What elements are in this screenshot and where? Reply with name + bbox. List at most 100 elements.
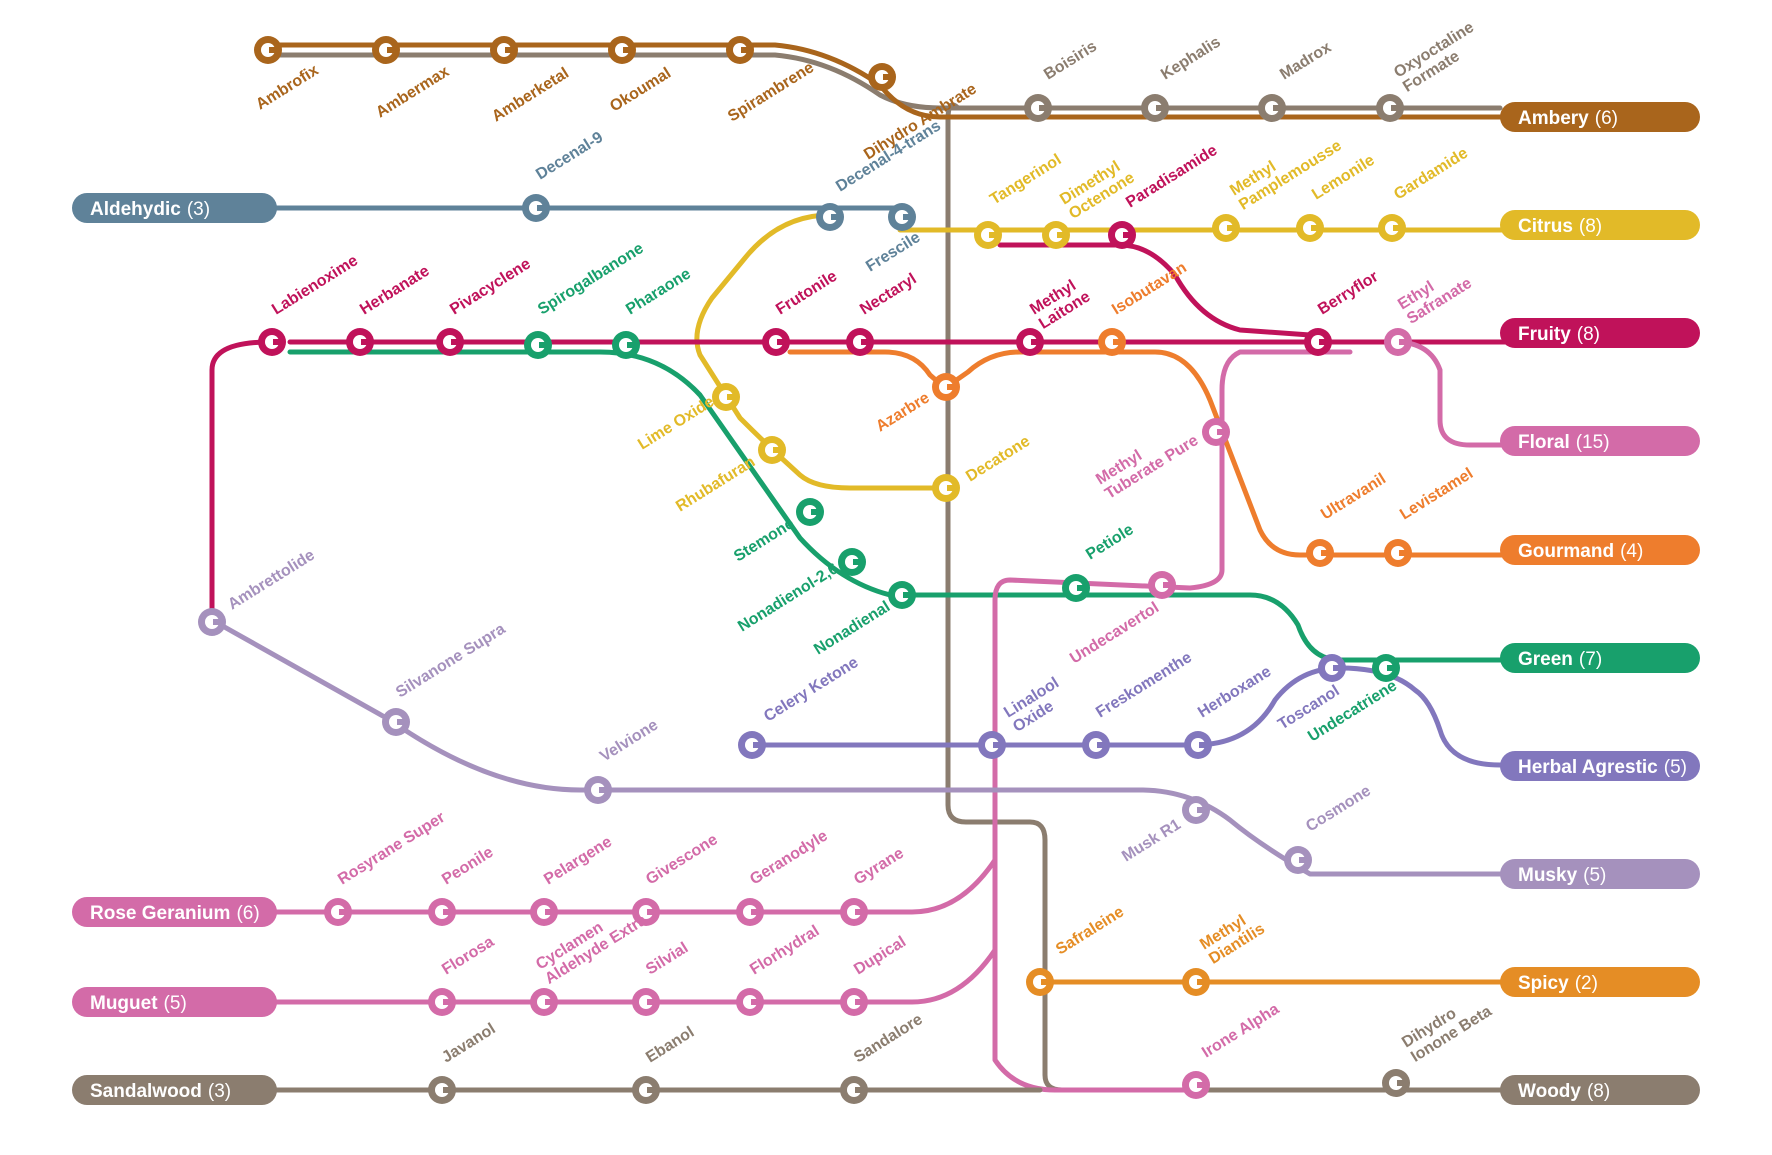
station-label: OxyoctalineFormate xyxy=(1391,19,1486,96)
station-label: Levistamel xyxy=(1397,465,1476,523)
station-label-line: Tangerinol xyxy=(987,151,1064,208)
station-hole xyxy=(591,783,605,797)
station-notch xyxy=(647,999,655,1005)
station-label: Silvial xyxy=(643,939,691,978)
station-label-line: Boisiris xyxy=(1041,38,1100,84)
terminal-floral[interactable]: Floral(15) xyxy=(1500,426,1700,456)
station-label: Peonile xyxy=(439,844,496,889)
station-hole xyxy=(379,43,393,57)
station-label-line: Nectaryl xyxy=(857,271,920,319)
station-okoumal[interactable]: Okoumal xyxy=(607,36,674,115)
station-notch xyxy=(853,559,861,565)
terminal-citrus[interactable]: Citrus(8) xyxy=(1500,210,1700,240)
terminal-woody[interactable]: Woody(8) xyxy=(1500,1075,1700,1105)
station-label: Dupical xyxy=(851,933,909,978)
station-silvial[interactable]: Silvial xyxy=(632,939,691,1016)
route-line-herbal xyxy=(745,665,1573,768)
station-hole xyxy=(1033,975,1047,989)
station-label: MethylDiantilis xyxy=(1197,906,1268,968)
station-freskomenthe[interactable]: Freskomenthe xyxy=(1082,649,1195,759)
station-nonadienal[interactable]: Nonadienal xyxy=(811,581,916,658)
station-label: Labienoxime xyxy=(269,252,361,318)
terminal-name: Citrus xyxy=(1518,216,1573,237)
station-hole xyxy=(1155,578,1169,592)
station-musk-r1[interactable]: Musk R1 xyxy=(1119,796,1210,865)
route-line-fruity xyxy=(209,339,273,623)
station-label: Pharaone xyxy=(623,265,694,318)
station-label: Decenal-4-trans xyxy=(833,117,944,195)
station-cosmone[interactable]: Cosmone xyxy=(1284,782,1374,874)
route-line-woody xyxy=(259,52,1503,111)
station-irone-alpha[interactable]: Irone Alpha xyxy=(1182,1001,1282,1099)
route-line-woody xyxy=(945,102,1578,1093)
terminal-count: (8) xyxy=(1587,1081,1610,1102)
terminal-label: Herbal Agrestic(5) xyxy=(1518,757,1687,778)
terminal-rose[interactable]: Rose Geranium(6) xyxy=(72,897,277,927)
station-notch xyxy=(1041,979,1049,985)
terminal-musky[interactable]: Musky(5) xyxy=(1500,859,1700,889)
station-lime-oxide[interactable]: Lime Oxide xyxy=(635,383,740,453)
terminal-label: Musky(5) xyxy=(1518,865,1606,886)
station-label: Givescone xyxy=(643,831,721,888)
terminal-badge-bg xyxy=(72,193,277,223)
station-methyl-laitone[interactable]: MethylLaitone xyxy=(1016,274,1093,356)
station-label: Nonadienol-2,6 xyxy=(735,560,841,635)
station-ultravanil[interactable]: Ultravanil xyxy=(1306,470,1389,567)
station-amberketal[interactable]: Amberketal xyxy=(489,36,572,125)
station-label-line: Dupical xyxy=(851,933,909,978)
terminal-fruity[interactable]: Fruity(8) xyxy=(1500,318,1700,348)
station-dihydro-ambrate[interactable]: Dihydro Ambrate xyxy=(861,63,980,163)
station-rhubafuran[interactable]: Rhubafuran xyxy=(673,436,786,515)
station-notch xyxy=(1199,742,1207,748)
terminal-sandalwood[interactable]: Sandalwood(3) xyxy=(72,1075,277,1105)
terminal-count: (6) xyxy=(1595,108,1618,129)
station-hole xyxy=(823,210,837,224)
station-frescile[interactable]: Frescile xyxy=(863,203,923,275)
terminal-aldehydic[interactable]: Aldehydic(3) xyxy=(72,193,277,223)
station-hole xyxy=(745,738,759,752)
station-notch xyxy=(855,999,863,1005)
station-notch xyxy=(903,214,911,220)
terminal-name: Muguet xyxy=(90,993,158,1014)
station-label-line: Geranodyle xyxy=(747,827,831,888)
station-hole xyxy=(847,995,861,1009)
terminal-green[interactable]: Green(7) xyxy=(1500,643,1700,673)
terminal-spicy[interactable]: Spicy(2) xyxy=(1500,967,1700,997)
station-label: Ambrofix xyxy=(253,62,322,114)
station-notch xyxy=(753,742,761,748)
station-label-line: Azarbre xyxy=(873,389,933,435)
station-label: Herbanate xyxy=(357,262,432,318)
terminal-gourmand[interactable]: Gourmand(4) xyxy=(1500,535,1700,565)
station-label: Okoumal xyxy=(607,65,674,116)
station-label-line: Givescone xyxy=(643,831,721,888)
station-label: Decenal-9 xyxy=(533,129,606,184)
station-herboxane[interactable]: Herboxane xyxy=(1184,663,1274,759)
station-notch xyxy=(1399,550,1407,556)
station-ambrettolide[interactable]: Ambrettolide xyxy=(198,547,318,636)
station-ambermax[interactable]: Ambermax xyxy=(372,36,452,121)
station-notch xyxy=(989,232,997,238)
station-methyl-tuberate[interactable]: MethylTuberate Pure xyxy=(1093,418,1230,503)
station-hole xyxy=(331,905,345,919)
station-silvanone-supra[interactable]: Silvanone Supra xyxy=(382,620,509,736)
station-label-line: Nonadienal xyxy=(811,598,893,658)
station-gardamide[interactable]: Gardamide xyxy=(1378,145,1471,242)
terminal-muguet[interactable]: Muguet(5) xyxy=(72,987,277,1017)
station-hole xyxy=(1219,221,1233,235)
station-label-line: Nonadienol-2,6 xyxy=(735,560,841,635)
station-ambrofix[interactable]: Ambrofix xyxy=(253,36,322,113)
station-label-line: Velvione xyxy=(597,717,661,766)
station-levistamel[interactable]: Levistamel xyxy=(1384,465,1476,567)
station-notch xyxy=(1273,105,1281,111)
station-dihydro-ionone[interactable]: DihydroIonone Beta xyxy=(1382,988,1495,1097)
route-line-citrus xyxy=(694,212,945,491)
terminal-ambery[interactable]: Ambery(6) xyxy=(1500,102,1700,132)
terminal-count: (8) xyxy=(1577,324,1600,345)
station-paradisamide[interactable]: Paradisamide xyxy=(1108,142,1220,249)
station-pharaone[interactable]: Pharaone xyxy=(612,265,694,359)
station-decenal-4-trans[interactable]: Decenal-4-trans xyxy=(816,117,944,231)
station-petiole[interactable]: Petiole xyxy=(1062,521,1137,602)
terminal-herbal[interactable]: Herbal Agrestic(5) xyxy=(1500,751,1700,781)
